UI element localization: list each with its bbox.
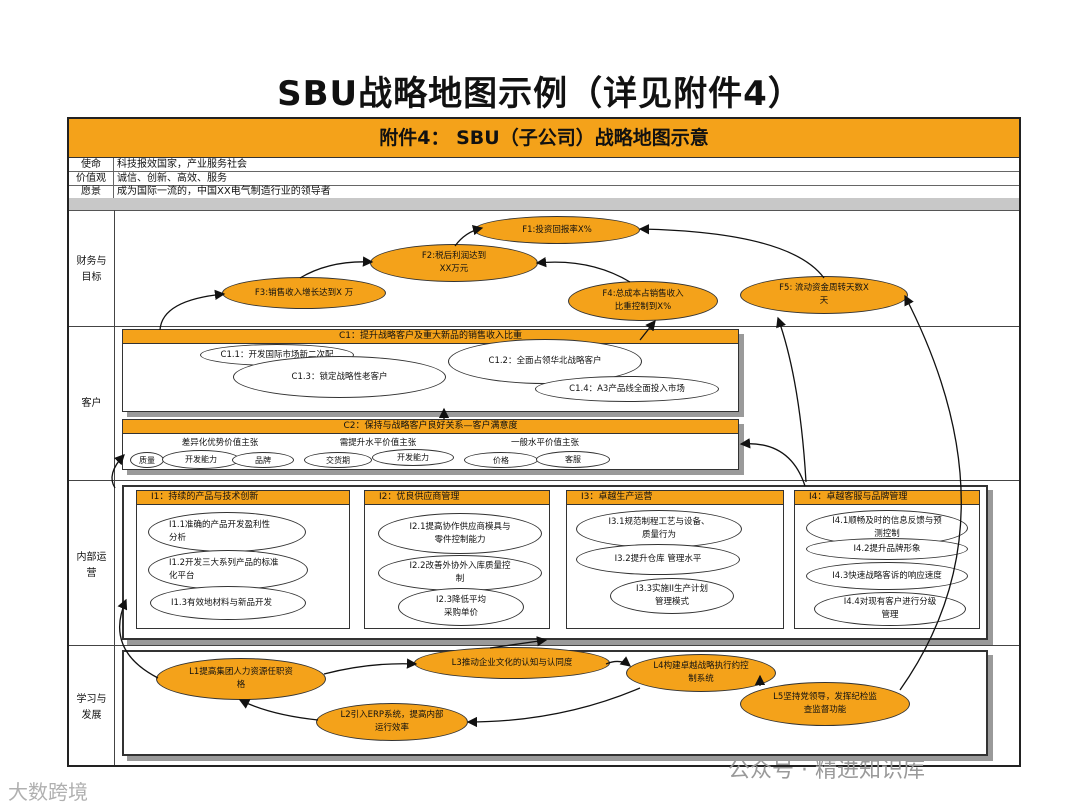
- pill-price: 价格: [464, 452, 538, 468]
- row-divider-internal: [69, 645, 1019, 646]
- pill-service: 客服: [536, 451, 610, 468]
- footer-logo-text: 大数跨境: [8, 780, 88, 804]
- strategy-map-frame: [67, 117, 1021, 767]
- pill-delivery: 交货期: [304, 452, 372, 468]
- values-value: 诚信、创新、高效、服务: [117, 173, 227, 184]
- pill-brand: 品牌: [232, 452, 294, 468]
- internal-i4-header: I4：卓越客服与品牌管理: [795, 491, 979, 505]
- row-divider-finance: [69, 326, 1019, 327]
- row-label-learning: 学习与 发展: [76, 694, 107, 721]
- objective-i13: I1.3有效地材料与新品开发: [150, 586, 306, 620]
- goal-l1: L1提高集团人力资源任职资 格: [156, 658, 326, 700]
- row-divider-customer: [69, 480, 1019, 481]
- mission-row: 使命 科技报效国家，产业服务社会: [69, 158, 1019, 172]
- goal-l4: L4构建卓越战略执行约控 制系统: [626, 654, 776, 692]
- objective-i44: I4.4对现有客户进行分级 管理: [814, 592, 966, 626]
- internal-i3-header: I3：卓越生产运营: [567, 491, 783, 505]
- separator-bar: [69, 198, 1019, 211]
- goal-l2: L2引入ERP系统，提高内部 运行效率: [316, 703, 468, 741]
- objective-c12: C1.2：全面占领华北战略客户: [448, 339, 642, 384]
- objective-i31: I3.1规范制程工艺与设备、 质量行为: [576, 510, 742, 548]
- page-title: SBU战略地图示例（详见附件4）: [277, 74, 803, 114]
- pill-dev-capability: 开发能力: [162, 450, 240, 469]
- value-group-general: 一般水平价值主张: [510, 438, 579, 448]
- vision-row: 愿景 成为国际一流的，中国XX电气制造行业的领导者: [69, 185, 1019, 199]
- objective-i32: I3.2提升仓库 管理水平: [576, 544, 740, 575]
- objective-i33: I3.3实施II生产计划 管理模式: [610, 578, 734, 614]
- mission-value: 科技报效国家，产业服务社会: [117, 159, 247, 170]
- values-row: 价值观 诚信、创新、高效、服务: [69, 172, 1019, 186]
- goal-f4: F4:总成本占销售收入 比重控制到X%: [568, 281, 718, 321]
- mission-label: 使命: [69, 158, 114, 171]
- customer-c1-header: C1：提升战略客户及重大新品的销售收入比重: [123, 330, 738, 344]
- goal-f5: F5: 流动资金周转天数X 天: [740, 276, 908, 314]
- value-group-improve: 需提升水平价值主张: [339, 438, 417, 448]
- objective-i43: I4.3快速战略客诉的响应速度: [806, 562, 968, 590]
- objective-c14: C1.4：A3产品线全面投入市场: [535, 376, 719, 402]
- objective-i11: I1.1准确的产品开发盈利性 分析: [148, 512, 306, 552]
- values-label: 价值观: [69, 172, 114, 185]
- goal-l5: L5坚持党领导，发挥纪检监 查监督功能: [740, 682, 910, 726]
- vision-label: 愿景: [69, 185, 114, 198]
- goal-f2: F2:税后利润达到 XX万元: [370, 244, 538, 282]
- internal-i2-header: I2：优良供应商管理: [365, 491, 549, 505]
- vision-value: 成为国际一流的，中国XX电气制造行业的领导者: [117, 186, 331, 197]
- objective-i23: I2.3降低平均 采购单价: [398, 588, 524, 626]
- row-label-internal: 内部运 营: [76, 552, 107, 579]
- objective-i12: I1.2开发三大系列产品的标准 化平台: [148, 550, 308, 590]
- objective-i22: I2.2改善外协外入库质量控 制: [378, 555, 542, 591]
- row-label-customer: 客户: [81, 398, 102, 409]
- label-column-divider: [114, 210, 115, 765]
- value-group-differentiated: 差异化优势价值主张: [181, 438, 259, 448]
- row-label-finance: 财务与 目标: [76, 256, 107, 283]
- customer-c2-header: C2：保持与战略客户良好关系—客户满意度: [123, 420, 738, 434]
- map-header: 附件4： SBU（子公司）战略地图示意: [69, 119, 1019, 158]
- watermark-text: 公众号 · 精进知识库: [728, 758, 925, 783]
- pill-quality: 质量: [130, 452, 164, 468]
- internal-i1-header: I1：持续的产品与技术创新: [137, 491, 349, 505]
- goal-l3: L3推动企业文化的认知与认同度: [414, 647, 610, 679]
- objective-c13: C1.3：锁定战略性老客户: [233, 356, 446, 398]
- objective-i42: I4.2提升品牌形象: [806, 538, 968, 560]
- goal-f3: F3:销售收入增长达到X 万: [222, 277, 386, 309]
- objective-i21: I2.1提高协作供应商模具与 零件控制能力: [378, 513, 542, 554]
- goal-f1: F1:投资回报率X%: [474, 216, 640, 244]
- pill-dev-capability-2: 开发能力: [372, 449, 454, 466]
